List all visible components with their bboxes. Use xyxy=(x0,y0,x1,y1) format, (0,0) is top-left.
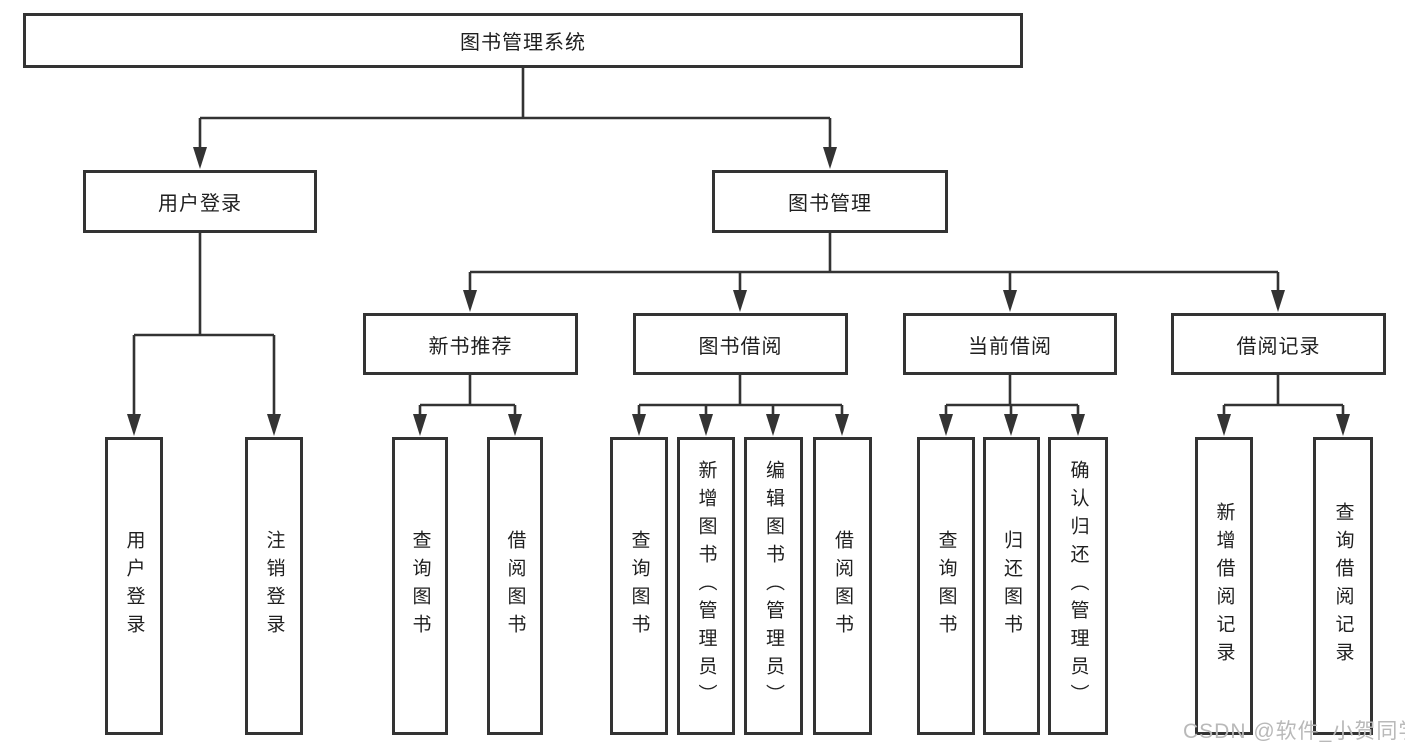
leaf-confirm-return-admin: 确认归还（管理员） xyxy=(1048,437,1108,735)
leaf-borrow-books-recommend: 借阅图书 xyxy=(487,437,543,735)
node-root: 图书管理系统 xyxy=(23,13,1023,68)
node-book-management-label: 图书管理 xyxy=(788,193,872,215)
node-borrow-records: 借阅记录 xyxy=(1171,313,1386,375)
leaf-logout: 注销登录 xyxy=(245,437,303,735)
leaf-query-books-borrow: 查询图书 xyxy=(610,437,668,735)
node-user-login: 用户登录 xyxy=(83,170,317,233)
node-new-book-recommend-label: 新书推荐 xyxy=(428,335,513,358)
node-book-borrow-label: 图书借阅 xyxy=(698,335,783,358)
node-book-management: 图书管理 xyxy=(712,170,948,233)
node-borrow-records-label: 借阅记录 xyxy=(1236,335,1321,358)
leaf-user-login: 用户登录 xyxy=(105,437,163,735)
leaf-add-borrow-record: 新增借阅记录 xyxy=(1195,437,1253,735)
leaf-query-books-recommend: 查询图书 xyxy=(392,437,448,735)
leaf-return-book: 归还图书 xyxy=(983,437,1040,735)
node-current-borrow-label: 当前借阅 xyxy=(968,335,1052,358)
node-root-label: 图书管理系统 xyxy=(460,32,586,54)
leaf-edit-book-admin: 编辑图书（管理员） xyxy=(744,437,803,735)
csdn-watermark: CSDN @软件_小贺同学 xyxy=(1183,720,1405,743)
node-user-login-label: 用户登录 xyxy=(158,193,242,215)
node-new-book-recommend: 新书推荐 xyxy=(363,313,578,375)
leaf-query-books-current: 查询图书 xyxy=(917,437,975,735)
leaf-query-borrow-record: 查询借阅记录 xyxy=(1313,437,1373,735)
node-current-borrow: 当前借阅 xyxy=(903,313,1117,375)
leaf-add-book-admin: 新增图书（管理员） xyxy=(677,437,735,735)
node-book-borrow: 图书借阅 xyxy=(633,313,848,375)
leaf-borrow-books: 借阅图书 xyxy=(813,437,872,735)
